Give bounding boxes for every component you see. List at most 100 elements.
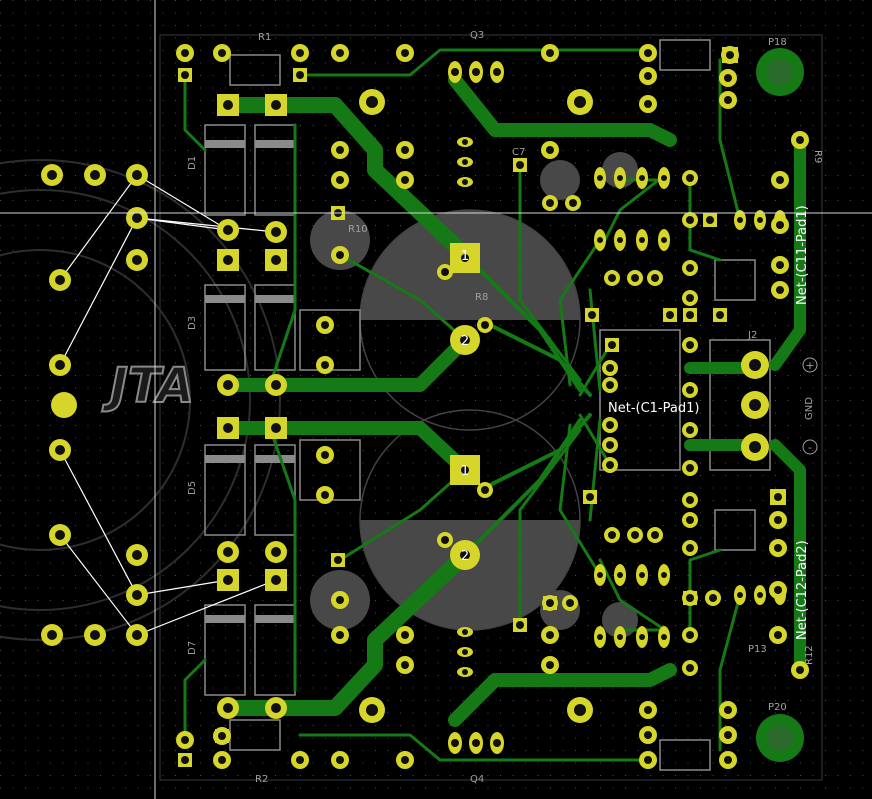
pad-hole — [321, 491, 329, 499]
copper-tracks — [183, 48, 806, 762]
net-label-c12: Net-(C12-Pad2) — [795, 540, 810, 640]
pad-hole — [606, 381, 614, 389]
pad-hole — [461, 254, 469, 262]
ref-r1: R1 — [258, 32, 271, 43]
pad-hole — [218, 732, 226, 740]
pad-hole — [639, 175, 645, 181]
pad-hole — [132, 630, 142, 640]
pad-hole — [709, 594, 717, 602]
pad-hole — [726, 51, 734, 59]
pad-hole — [774, 586, 782, 594]
pad-hole — [271, 703, 281, 713]
pad-number: 2 — [461, 334, 469, 349]
pad-hole — [132, 213, 142, 223]
pad-hole — [639, 237, 645, 243]
mounting-hole — [767, 59, 793, 85]
pad-hole — [366, 704, 378, 716]
silkscreen — [204, 39, 771, 771]
connector-plus: + — [805, 359, 814, 372]
pad-hole — [336, 49, 344, 57]
pad-hole — [749, 359, 761, 371]
pad-hole — [686, 631, 694, 639]
pad-hole — [271, 227, 281, 237]
pad-hole — [181, 736, 189, 744]
pad-hole — [661, 634, 667, 640]
pad-hole — [336, 176, 344, 184]
pad-hole — [686, 516, 694, 524]
ref-p13: P13 — [748, 644, 767, 655]
pad-hole — [586, 493, 594, 501]
pad-hole — [774, 493, 782, 501]
pad-hole — [666, 311, 674, 319]
pad-hole — [132, 170, 142, 180]
ref-q4: Q4 — [470, 774, 484, 785]
pad-hole — [606, 441, 614, 449]
pad-hole — [462, 179, 468, 185]
ref-r8: R8 — [475, 292, 488, 303]
ref-d1: D1 — [187, 156, 198, 170]
connector-gnd: GND — [804, 397, 815, 420]
pad-hole — [644, 706, 652, 714]
pad-hole — [334, 556, 342, 564]
pad-hole — [757, 592, 763, 598]
pad-hole — [223, 547, 233, 557]
pad-hole — [441, 536, 449, 544]
pad-hole — [401, 176, 409, 184]
pad-hole — [321, 321, 329, 329]
pad-hole — [639, 572, 645, 578]
pad-hole — [218, 756, 226, 764]
pad-hole — [336, 146, 344, 154]
pad-hole — [686, 496, 694, 504]
ref-r10: R10 — [348, 224, 368, 235]
connector-minus: - — [808, 441, 812, 454]
pad-hole — [706, 216, 714, 224]
pad-hole — [686, 386, 694, 394]
ref-r2: R2 — [255, 774, 268, 785]
pad-hole — [401, 661, 409, 669]
pad-hole — [271, 575, 281, 585]
pad-hole — [546, 49, 554, 57]
ref-d7: D7 — [187, 641, 198, 655]
pad-hole — [776, 221, 784, 229]
pad-hole — [181, 756, 189, 764]
pad-hole — [776, 261, 784, 269]
pad-hole — [218, 49, 226, 57]
ref-d5: D5 — [187, 481, 198, 495]
ref-j2: J2 — [747, 330, 757, 341]
pad-hole — [462, 669, 468, 675]
pad-hole — [724, 706, 732, 714]
pad-hole — [617, 634, 623, 640]
pad-hole — [181, 49, 189, 57]
pad-hole — [724, 96, 732, 104]
pad-hole — [608, 531, 616, 539]
pad-hole — [462, 159, 468, 165]
pad-hole — [401, 49, 409, 57]
pad-hole — [493, 68, 501, 76]
pad-hole — [321, 451, 329, 459]
pad-hole — [686, 594, 694, 602]
pad-hole — [686, 264, 694, 272]
pad-hole — [631, 531, 639, 539]
pad-hole — [223, 100, 233, 110]
pad-number: 1 — [461, 464, 469, 479]
pad-hole — [223, 575, 233, 585]
pad-hole — [661, 572, 667, 578]
pad-hole — [493, 739, 501, 747]
pad-hole — [461, 466, 469, 474]
pad-hole — [606, 364, 614, 372]
pad-hole — [644, 72, 652, 80]
pad-round[interactable] — [51, 392, 77, 418]
pad-hole — [749, 399, 761, 411]
pad-hole — [686, 544, 694, 552]
pad-hole — [90, 630, 100, 640]
pad-hole — [271, 547, 281, 557]
pad-hole — [617, 237, 623, 243]
pad-hole — [776, 176, 784, 184]
pad-hole — [472, 68, 480, 76]
pad-hole — [47, 170, 57, 180]
ref-p20: P20 — [768, 702, 787, 713]
pad-hole — [55, 360, 65, 370]
pad-hole — [546, 146, 554, 154]
